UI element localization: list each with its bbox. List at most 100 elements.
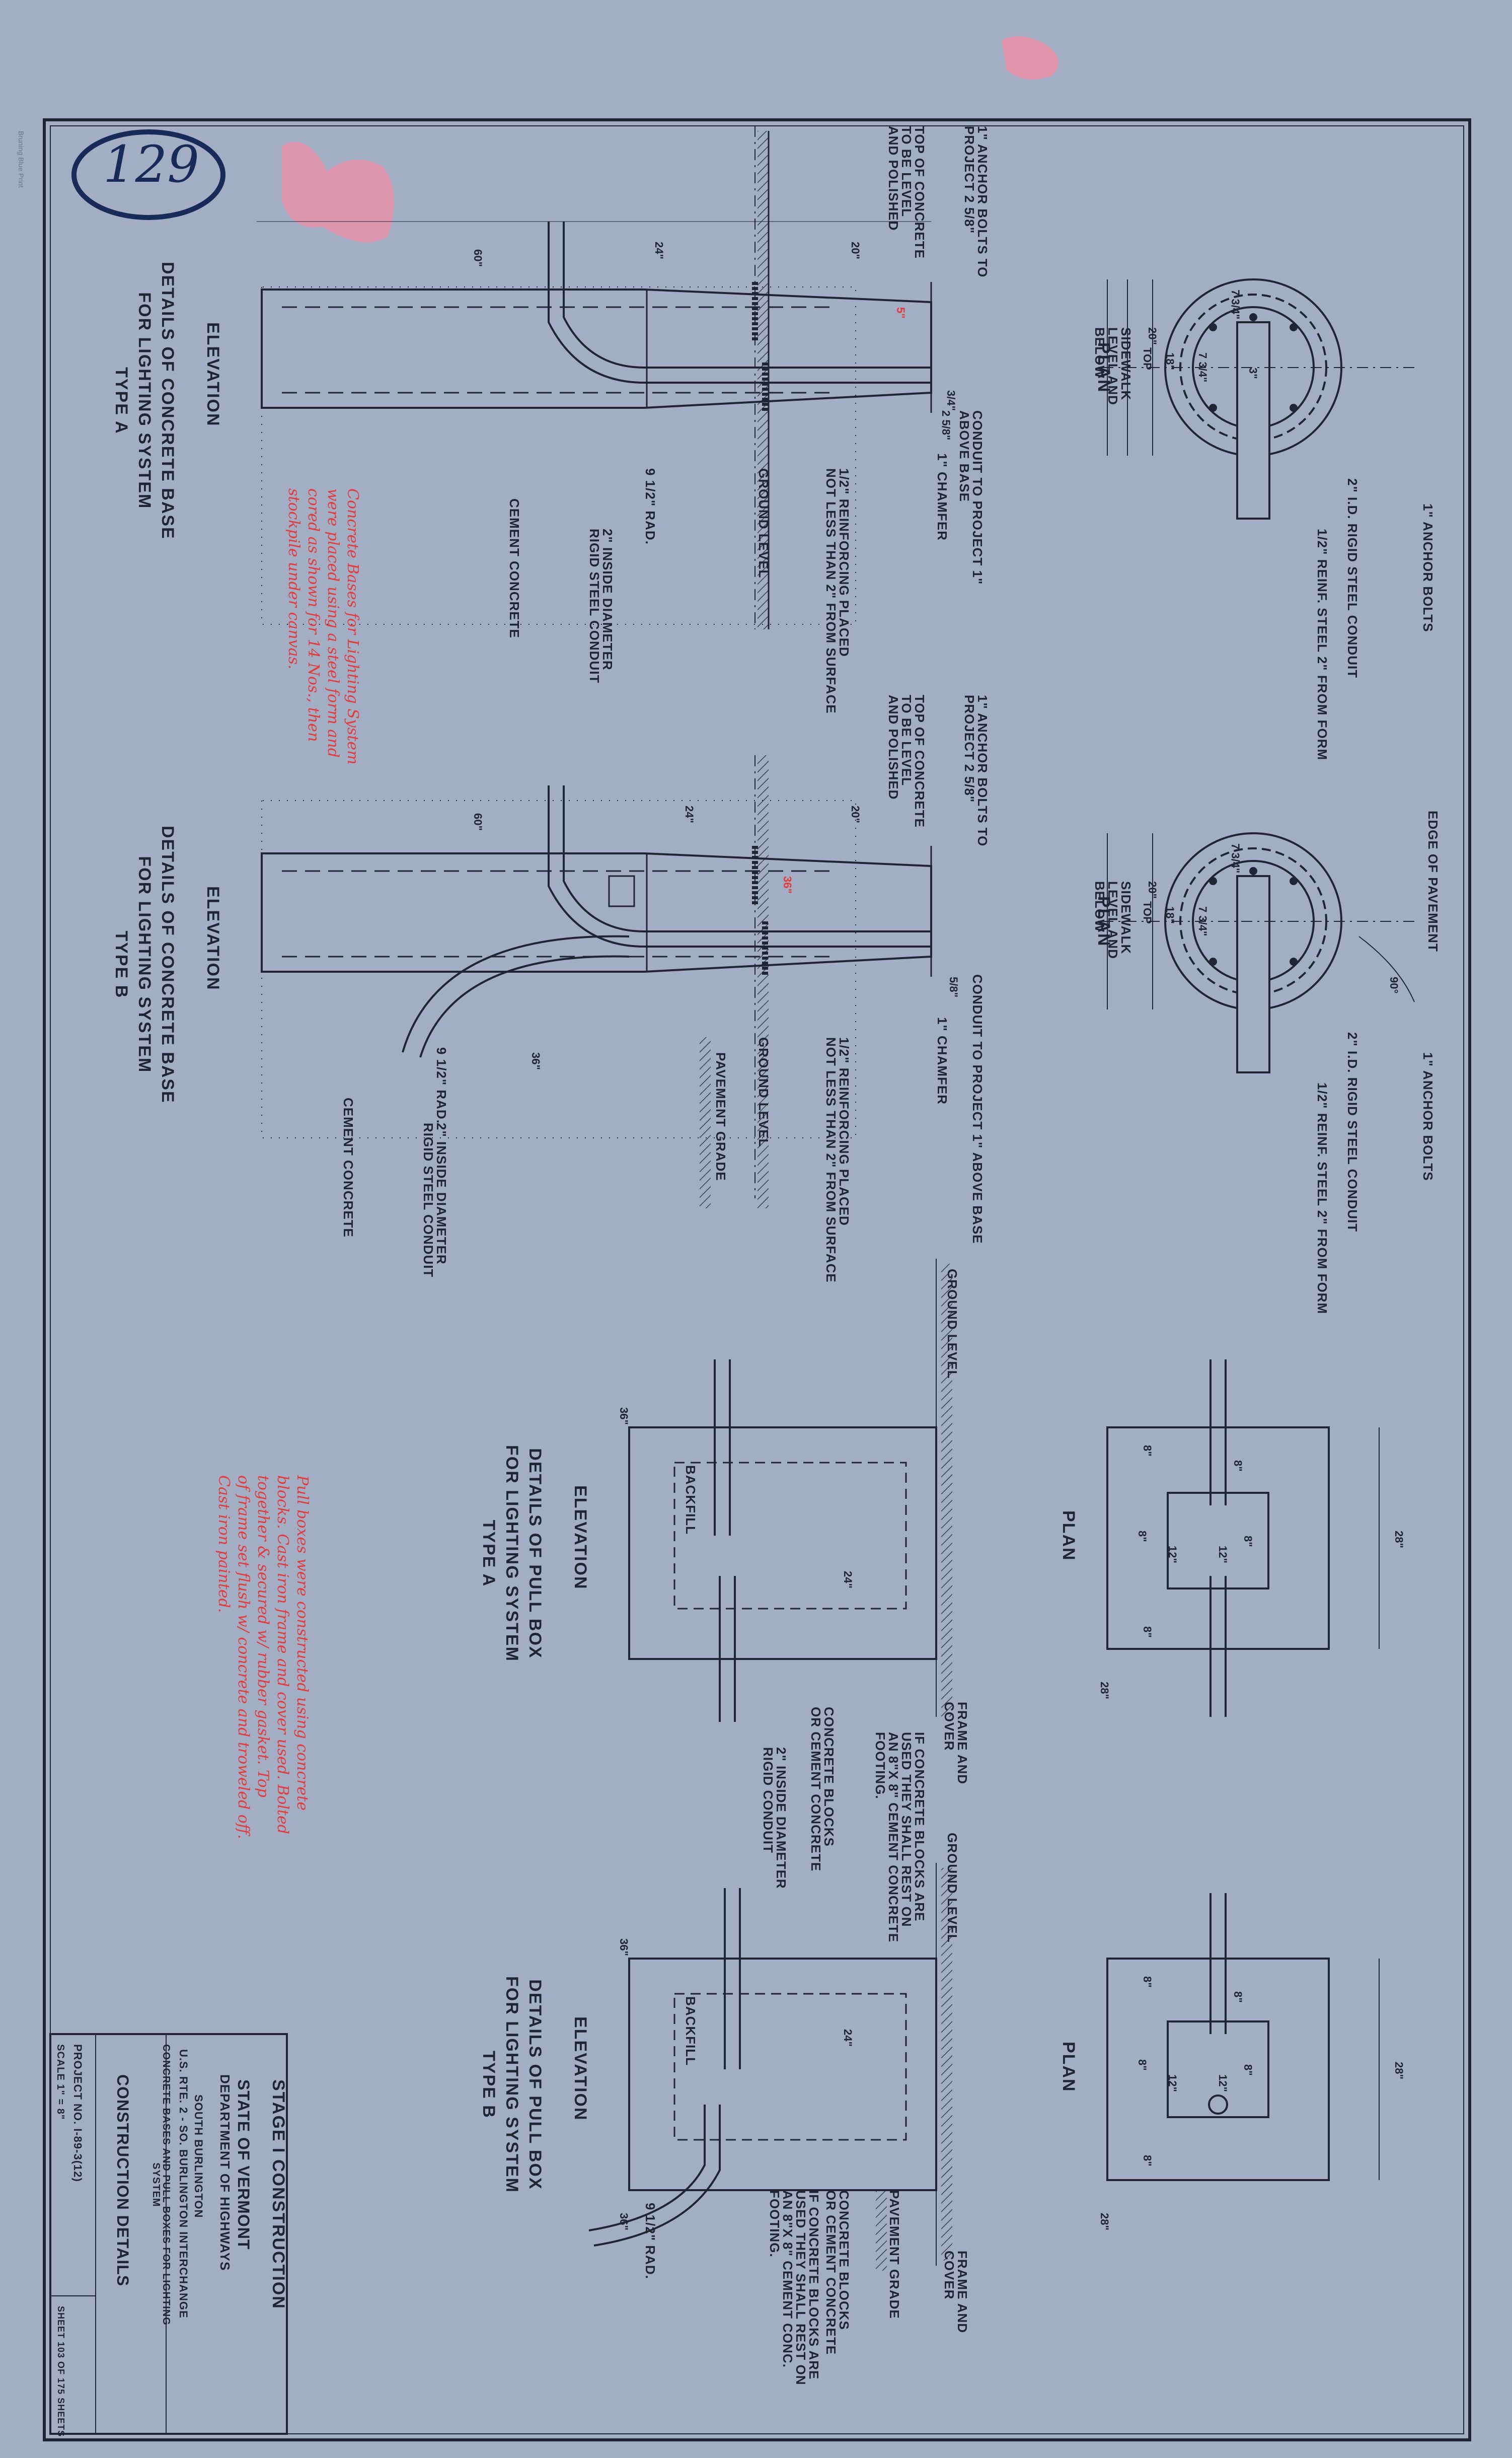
box-b-ground-hatch bbox=[941, 1868, 952, 2261]
base-a-radius-label: 9 1/2" RAD. bbox=[643, 468, 658, 545]
box-a-plan-dim-f: 12" bbox=[1166, 1546, 1179, 1563]
base-b-elevation-title: ELEVATION bbox=[203, 886, 222, 991]
base-a-reinforcing-label: 1/2" REINFORCING PLACED NOT LESS THAN 2"… bbox=[823, 468, 852, 714]
title-state: STATE OF VERMONT bbox=[235, 2079, 253, 2250]
base-a-anchor-bolts-label: 1" ANCHOR BOLTS bbox=[1420, 503, 1435, 632]
title-route: U.S. RTE. 2 - SO. BURLINGTON INTERCHANGE bbox=[177, 2049, 190, 2319]
box-b-radius-label: 9 1/2" RAD. bbox=[643, 2203, 658, 2279]
base-a-plan-title: PLAN bbox=[1094, 342, 1113, 393]
box-b-elevation-title: ELEVATION bbox=[571, 2016, 590, 2121]
box-b-dim-bottom: 36" bbox=[618, 2213, 630, 2230]
box-a-dim-depth: 36" bbox=[618, 1407, 630, 1425]
edge-print: Bruning Blue Print bbox=[17, 131, 25, 188]
base-b-anchor-bolts-label: 1" ANCHOR BOLTS bbox=[1420, 1052, 1435, 1181]
base-b-plan-dim-d: 20" bbox=[1146, 881, 1159, 899]
pink-mark-top bbox=[1002, 36, 1059, 80]
base-b-angle-label: 90° bbox=[1388, 977, 1400, 994]
box-a-plan-title: PLAN bbox=[1059, 1510, 1078, 1561]
base-b-conduit-label: CONDUIT TO PROJECT 1" ABOVE BASE bbox=[970, 974, 985, 1244]
inner-border bbox=[50, 125, 1464, 2434]
base-a-plan bbox=[1102, 278, 1419, 520]
box-a-ground-label: GROUND LEVEL bbox=[945, 1269, 960, 1379]
box-a-conduit-label: 2" INSIDE DIAMETER RIGID CONDUIT bbox=[761, 1747, 789, 1889]
base-b-plan-dim-a: 7 3/4" bbox=[1229, 843, 1242, 874]
base-a-cement-label: CEMENT CONCRETE bbox=[507, 498, 522, 638]
base-a-reinf-steel-label: 1/2" REINF. STEEL 2" FROM FORM bbox=[1315, 529, 1330, 761]
base-a-plan-dim-c: 18" bbox=[1164, 352, 1176, 370]
base-b-dim-depth: 24" bbox=[683, 806, 696, 823]
title-construction: CONSTRUCTION DETAILS bbox=[114, 2074, 132, 2287]
box-b-ground-label: GROUND LEVEL bbox=[945, 1833, 960, 1943]
box-a-plan bbox=[1106, 1359, 1380, 1717]
title-subject: CONCRETE BASES AND PULL BOXES FOR LIGHTI… bbox=[150, 2044, 172, 2326]
title-project: PROJECT NO. I-89-3(12) bbox=[71, 2044, 84, 2182]
base-b-ground-label: GROUND LEVEL bbox=[756, 1037, 771, 1147]
box-b-dim-inner: 24" bbox=[842, 2029, 854, 2047]
base-a-dim-side: 2 5/8" bbox=[940, 410, 952, 441]
base-b-rigid-conduit-label: 2" I.D. RIGID STEEL CONDUIT bbox=[1345, 1032, 1360, 1233]
box-b-plan-dim-e: 8" bbox=[1141, 2155, 1154, 2166]
base-a-top-concrete-label: TOP OF CONCRETE TO BE LEVEL AND POLISHED bbox=[886, 126, 927, 259]
base-b-dim-side: 36" bbox=[530, 1052, 542, 1070]
base-b-plan-title: PLAN bbox=[1094, 896, 1113, 947]
box-a-red-note: Pull boxes were constructed using concre… bbox=[215, 1475, 311, 1839]
base-b-reinf-steel-label: 1/2" REINF. STEEL 2" FROM FORM bbox=[1315, 1082, 1330, 1315]
box-a-plan-dim-d: 8" bbox=[1136, 1531, 1149, 1542]
base-b-elevation-caption: DETAILS OF CONCRETE BASE FOR LIGHTING SY… bbox=[112, 826, 177, 1104]
base-b-dim-bolt: 5/8" bbox=[947, 977, 960, 998]
box-b-plan-dim-b: 12" bbox=[1217, 2074, 1229, 2092]
box-a-blocks-label: CONCRETE BLOCKS OR CEMENT CONCRETE bbox=[808, 1707, 837, 1872]
base-a-plan-dim-d: 20" bbox=[1146, 327, 1159, 345]
box-a-ground-hatch bbox=[941, 1264, 952, 1717]
base-b-edge-label: EDGE OF PAVEMENT bbox=[1425, 811, 1441, 952]
box-b-plan-dim-c: 8" bbox=[1242, 2064, 1254, 2076]
box-a-backfill-label: BACKFILL bbox=[683, 1465, 698, 1535]
base-b-pavement-label: PAVEMENT GRADE bbox=[713, 1052, 728, 1181]
box-a-plan-dim-e: 8" bbox=[1141, 1626, 1154, 1638]
box-b-plan-title: PLAN bbox=[1059, 2042, 1078, 2092]
stamp-number: 129 bbox=[103, 135, 199, 194]
base-b-chamfer-label: 1" CHAMFER bbox=[935, 1017, 950, 1105]
base-b-cement-label: CEMENT CONCRETE bbox=[341, 1098, 356, 1238]
box-a-dim-inner: 24" bbox=[842, 1571, 854, 1588]
box-b-plan-dim-d: 8" bbox=[1136, 2059, 1149, 2071]
box-a-frame-label: FRAME AND COVER bbox=[942, 1702, 970, 1785]
base-a-dim-height: 60" bbox=[472, 249, 484, 267]
box-b-elevation-caption: DETAILS OF PULL BOX FOR LIGHTING SYSTEM … bbox=[479, 1976, 545, 2193]
box-b-frame-label: FRAME AND COVER bbox=[942, 2251, 970, 2334]
base-b-conduit-dia-label: 2" INSIDE DIAMETER RIGID STEEL CONDUIT bbox=[421, 1123, 449, 1278]
box-b-plan-dim-w: 28" bbox=[1393, 2062, 1405, 2079]
base-a-dim-taper: 20" bbox=[849, 242, 862, 259]
base-b-dim-height: 60" bbox=[472, 813, 484, 831]
box-a-elevation-caption: DETAILS OF PULL BOX FOR LIGHTING SYSTEM … bbox=[479, 1445, 545, 1662]
base-a-elevation-title: ELEVATION bbox=[203, 322, 222, 427]
base-a-rigid-conduit-label: 2" I.D. RIGID STEEL CONDUIT bbox=[1345, 478, 1360, 679]
base-b-radius-label: 9 1/2" RAD. bbox=[434, 1047, 449, 1124]
base-a-plan-dim-a: 7 3/4" bbox=[1229, 290, 1242, 320]
base-a-dim-depth: 24" bbox=[653, 242, 665, 259]
base-a-top-label: TOP bbox=[1141, 347, 1154, 370]
box-b-plan-dim-f: 12" bbox=[1166, 2074, 1179, 2092]
box-a-plan-dim-g: 8" bbox=[1232, 1460, 1244, 1472]
box-b-plan bbox=[1106, 1893, 1380, 2181]
box-b-plan-dim-h: 28" bbox=[1098, 2213, 1111, 2230]
title-location: SOUTH BURLINGTON bbox=[192, 2094, 205, 2218]
box-b-backfill-label: BACKFILL bbox=[683, 1996, 698, 2066]
box-a-plan-dim-h: 28" bbox=[1098, 1682, 1111, 1699]
box-b-pavement-label: PAVEMENT GRADE bbox=[887, 2190, 902, 2319]
box-a-plan-dim-c: 8" bbox=[1242, 1536, 1254, 1547]
box-b-dim-depth: 36" bbox=[618, 1938, 630, 1956]
title-dept: DEPARTMENT OF HIGHWAYS bbox=[217, 2074, 233, 2271]
base-a-conduit-label: CONDUIT TO PROJECT 1" ABOVE BASE bbox=[957, 410, 985, 585]
base-b-plan-dim-c: 18" bbox=[1164, 906, 1176, 924]
base-a-conduit-dia-label: 2" INSIDE DIAMETER RIGID STEEL CONDUIT bbox=[587, 529, 615, 684]
base-a-plan-dim-e: 3" bbox=[1247, 368, 1259, 379]
box-a-elevation bbox=[628, 1259, 937, 1722]
title-block-frame bbox=[49, 2033, 288, 2435]
base-b-dim-red: 36" bbox=[781, 876, 794, 894]
box-a-plan-dim-b: 12" bbox=[1217, 1546, 1229, 1563]
base-b-top-concrete-label: TOP OF CONCRETE TO BE LEVEL AND POLISHED bbox=[886, 695, 927, 828]
base-b-anchor-label: 1" ANCHOR BOLTS TO PROJECT 2 5/8" bbox=[962, 695, 990, 847]
box-b-pavement-hatch bbox=[876, 2190, 887, 2271]
